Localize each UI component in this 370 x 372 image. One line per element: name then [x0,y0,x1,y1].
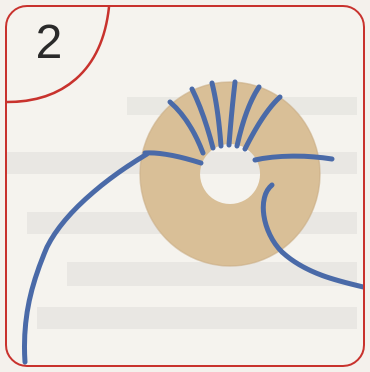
step-number: 2 [19,13,79,73]
instruction-panel: 2 [5,5,365,367]
